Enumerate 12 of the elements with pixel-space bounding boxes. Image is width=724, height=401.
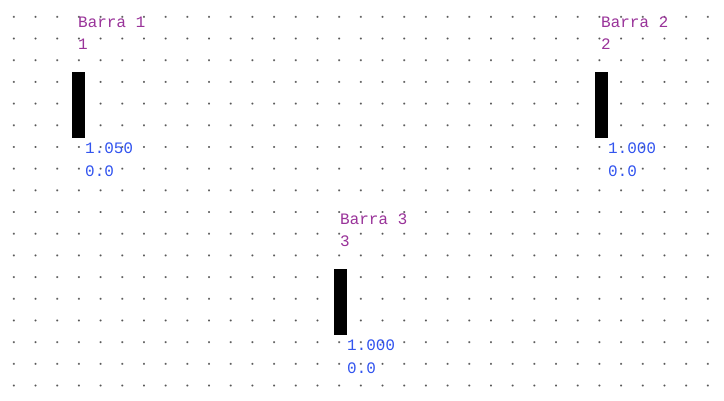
bus-name: Barra 3	[340, 211, 408, 229]
voltage-value: 1.050	[85, 140, 134, 158]
angle-value: 0.0	[85, 163, 114, 181]
bus-name: Barra 2	[601, 14, 668, 32]
bus-number: 2	[601, 36, 611, 54]
angle-value: 0.0	[608, 163, 637, 181]
bus-number: 1	[78, 36, 88, 54]
bus-name: Barra 1	[78, 14, 146, 32]
voltage-value: 1.000	[347, 337, 396, 355]
voltage-value: 1.000	[608, 140, 656, 158]
angle-value: 0.0	[347, 360, 376, 378]
bus-number: 3	[340, 233, 350, 251]
